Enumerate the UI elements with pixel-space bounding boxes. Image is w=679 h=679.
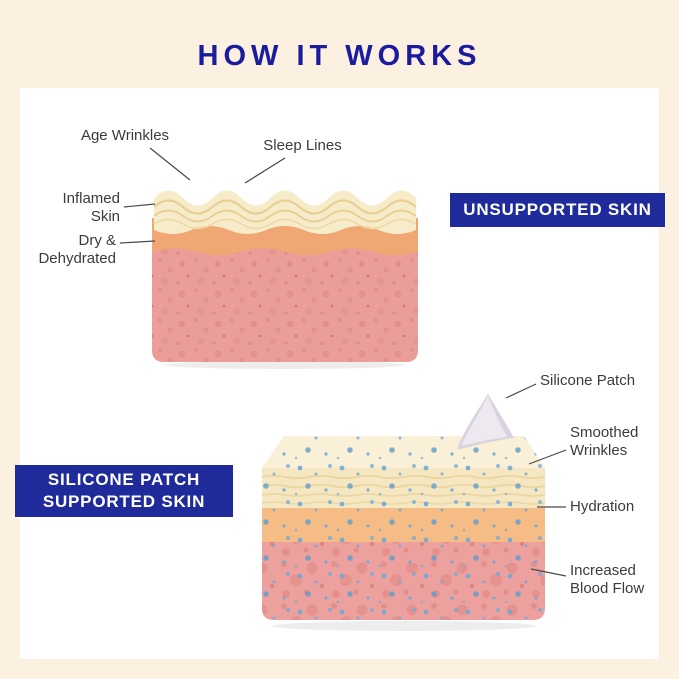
label-smoothed-wrinkles: Smoothed Wrinkles: [570, 424, 639, 459]
label-dry-dehydrated: Dry & Dehydrated: [38, 232, 116, 267]
page-title: HOW IT WORKS: [197, 40, 482, 72]
unsupported-skin-illustration: [152, 190, 418, 369]
badge-silicone-patch-supported-skin: SILICONE PATCH SUPPORTED SKIN: [15, 465, 233, 517]
wrinkle-line: [153, 218, 417, 230]
hydration-dots: [262, 436, 545, 620]
wrinkle-line: [153, 199, 417, 215]
inflamed-speckles: [152, 246, 418, 362]
label-increased-blood-flow: Increased Blood Flow: [570, 562, 645, 597]
badge-supported-line2: SUPPORTED SKIN: [42, 492, 206, 511]
label-inflamed-skin: Inflamed Skin: [62, 190, 120, 225]
supported-skin-illustration: [261, 394, 546, 631]
skin-shadow: [272, 621, 536, 631]
label-sleep-lines: Sleep Lines: [263, 137, 342, 154]
label-hydration: Hydration: [570, 498, 635, 515]
badge-supported-line1: SILICONE PATCH: [47, 470, 201, 489]
badge-unsupported-skin: UNSUPPORTED SKIN: [450, 193, 665, 227]
wrinkle-line: [153, 209, 417, 223]
dry-layer: [152, 218, 418, 256]
skin-shadow: [165, 361, 405, 369]
label-silicone-patch: Silicone Patch: [540, 372, 636, 389]
label-age-wrinkles: Age Wrinkles: [80, 127, 170, 144]
silicone-patch-highlight: [461, 396, 507, 446]
badge-unsupported-skin-text: UNSUPPORTED SKIN: [463, 200, 652, 219]
